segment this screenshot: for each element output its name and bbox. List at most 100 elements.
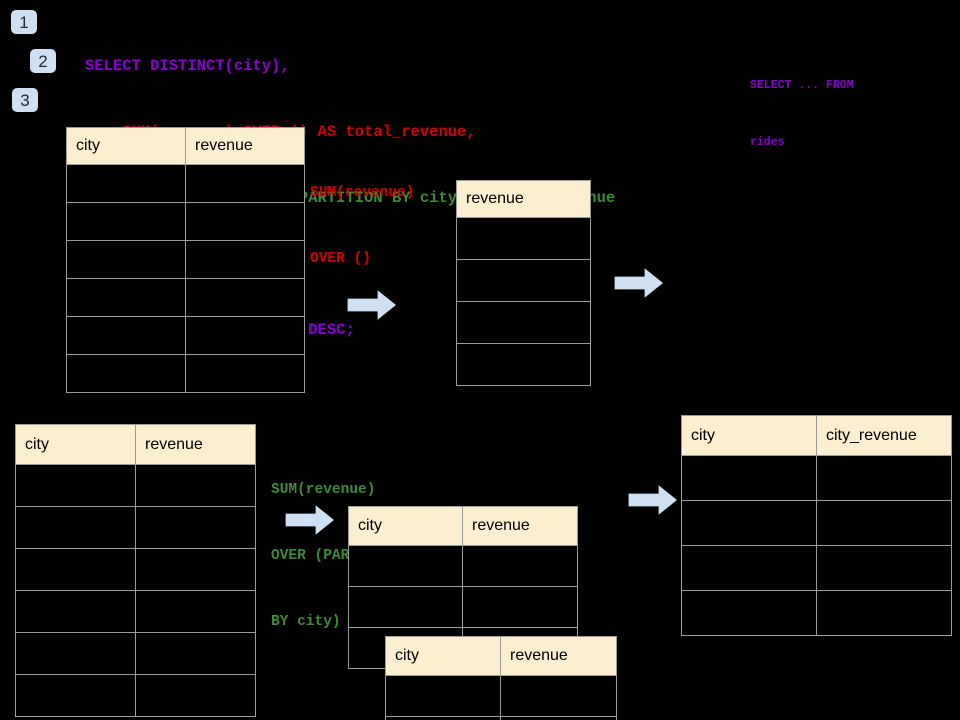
table-row: [15, 590, 256, 633]
step-badge-3: 3: [12, 88, 38, 112]
table-row: [15, 548, 256, 591]
table-partition-group-b: city revenue: [385, 636, 617, 720]
cell: [66, 240, 186, 279]
annotation-line-3: BY city): [271, 614, 341, 630]
cell: [185, 240, 305, 279]
cell: [15, 464, 136, 507]
cell: [185, 278, 305, 317]
annotation-line-1: SUM(revenue): [271, 482, 376, 498]
column-header-city: city: [66, 127, 186, 165]
table-row: [15, 464, 256, 507]
cell: [681, 590, 817, 636]
table-header-row: city city_revenue: [681, 415, 952, 456]
cell: [135, 632, 256, 675]
column-header-revenue: revenue: [456, 180, 591, 218]
step-badge-2: 2: [30, 49, 56, 73]
cell: [185, 164, 305, 203]
side-note-line-2: rides: [750, 136, 785, 149]
table-row: [681, 455, 952, 501]
cell: [462, 586, 578, 628]
table-row: [15, 506, 256, 549]
table-row: [456, 217, 591, 260]
table-header-row: revenue: [456, 180, 591, 218]
table-header-row: city revenue: [385, 636, 617, 676]
table-row: [15, 674, 256, 717]
cell: [135, 548, 256, 591]
table-row: [681, 590, 952, 636]
cell: [185, 354, 305, 393]
cell: [66, 354, 186, 393]
sql-line-1: SELECT DISTINCT(city),: [85, 57, 290, 75]
cell: [135, 674, 256, 717]
cell: [681, 545, 817, 591]
cell: [135, 506, 256, 549]
table-row: [681, 500, 952, 546]
table-row: [66, 164, 305, 203]
table-row: [66, 278, 305, 317]
cell: [456, 301, 591, 344]
side-note-line-1: SELECT ... FROM: [750, 79, 854, 92]
table-row: [348, 545, 578, 587]
side-note-select-from: SELECT ... FROM rides: [750, 38, 854, 190]
table-row: [66, 202, 305, 241]
column-header-revenue: revenue: [135, 424, 256, 465]
step-badge-1: 1: [11, 10, 37, 34]
cell: [15, 674, 136, 717]
cell: [385, 716, 501, 720]
arrow-source-to-total: [346, 288, 398, 322]
table-row: [456, 301, 591, 344]
column-header-city: city: [681, 415, 817, 456]
column-header-revenue: revenue: [185, 127, 305, 165]
table-header-row: city revenue: [348, 506, 578, 546]
annotation-line-2: OVER (): [310, 251, 371, 267]
column-header-revenue: revenue: [462, 506, 578, 546]
table-row: [456, 259, 591, 302]
table-row: [681, 545, 952, 591]
cell: [681, 455, 817, 501]
arrow-partition-to-result: [627, 483, 679, 517]
table-row: [66, 240, 305, 279]
cell: [348, 586, 463, 628]
table-row: [385, 716, 617, 720]
cell: [816, 500, 952, 546]
cell: [66, 316, 186, 355]
annotation-total-revenue: SUM(revenue) OVER (): [310, 138, 414, 314]
table-row: [15, 632, 256, 675]
column-header-city: city: [15, 424, 136, 465]
column-header-city: city: [348, 506, 463, 546]
cell: [15, 506, 136, 549]
cell: [456, 217, 591, 260]
cell: [681, 500, 817, 546]
arrow-source-to-partition: [284, 503, 336, 537]
column-header-city: city: [385, 636, 501, 676]
cell: [816, 545, 952, 591]
cell: [66, 278, 186, 317]
cell: [816, 590, 952, 636]
annotation-line-1: SUM(revenue): [310, 185, 415, 201]
cell: [456, 343, 591, 386]
cell: [135, 590, 256, 633]
table-row: [385, 675, 617, 717]
cell: [348, 545, 463, 587]
cell: [816, 455, 952, 501]
cell: [15, 548, 136, 591]
cell: [15, 590, 136, 633]
annotation-city-revenue: SUM(revenue) OVER (PARTITION BY city): [271, 435, 402, 677]
cell: [66, 202, 186, 241]
cell: [456, 259, 591, 302]
cell: [385, 675, 501, 717]
table-row: [348, 586, 578, 628]
table-total-revenue: revenue: [456, 180, 591, 386]
cell: [66, 164, 186, 203]
table-row: [66, 354, 305, 393]
cell: [500, 716, 617, 720]
table-row: [66, 316, 305, 355]
table-rides-source-bottom: city revenue: [15, 424, 256, 717]
table-rides-source-top: city revenue: [66, 127, 305, 393]
table-final-result: city city_revenue: [681, 415, 952, 636]
table-row: [456, 343, 591, 386]
cell: [462, 545, 578, 587]
table-header-row: city revenue: [15, 424, 256, 465]
cell: [500, 675, 617, 717]
